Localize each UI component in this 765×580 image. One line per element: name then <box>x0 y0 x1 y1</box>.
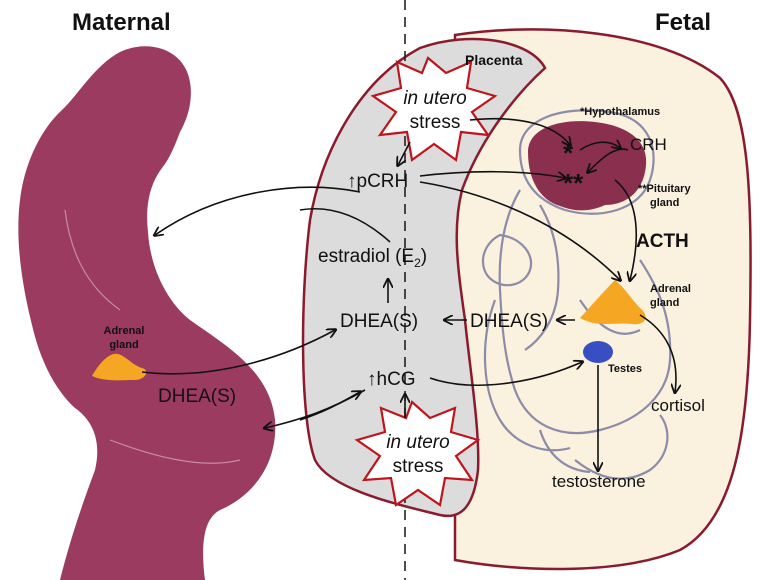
maternal-adrenal-label-line1: Adrenal <box>104 325 145 337</box>
pituitary-stars: ** <box>563 168 584 198</box>
arrow-hypo-to-crh <box>579 142 620 151</box>
arrow-adrenal-to-cortisol <box>639 314 676 392</box>
arrow-acth-to-adrenal <box>614 179 638 280</box>
pituitary-label-line2: gland <box>650 197 679 209</box>
maternal-adrenal-label-line2: gland <box>109 339 138 351</box>
arrow-stress-to-pcrh <box>398 141 411 165</box>
estradiol-subscript: 2 <box>414 256 421 270</box>
maternal-dheas-label: DHEA(S) <box>158 386 236 407</box>
estradiol-text: estradiol (E <box>318 246 414 267</box>
placenta-dheas-label: DHEA(S) <box>340 311 418 332</box>
pcrh-label: ↑pCRH <box>347 171 408 192</box>
arrow-maternal-adrenal-to-placenta-dheas <box>141 330 335 375</box>
testes-shape <box>583 341 613 363</box>
pcrh-up-arrow: ↑ <box>347 171 357 192</box>
fetal-dheas-label: DHEA(S) <box>470 311 548 332</box>
stress-top-line1: in utero <box>403 88 466 109</box>
testes-label: Testes <box>608 363 642 375</box>
arrow-estradiol-to-maternal <box>299 207 391 243</box>
hypothalamus-label: *Hypothalamus <box>580 106 660 118</box>
hcg-label: ↑hCG <box>367 369 416 390</box>
arrow-maternal-to-hcg <box>299 392 360 421</box>
stress-top-line2: stress <box>410 112 461 133</box>
arrow-stress-to-hypothalamus <box>469 117 570 145</box>
fetal-adrenal-label-line1: Adrenal <box>650 283 691 295</box>
hcg-up-arrow: ↑ <box>367 369 377 390</box>
body-contour-line <box>64 209 121 311</box>
heading-fetal: Fetal <box>655 9 711 36</box>
placenta-label: Placenta <box>465 52 523 68</box>
body-contour-line <box>109 439 241 464</box>
maternal-silhouette <box>18 46 276 580</box>
stress-bottom-line1: in utero <box>386 432 449 453</box>
arrow-pcrh-to-maternal <box>155 186 361 235</box>
arrow-hcg-to-testes <box>429 362 582 386</box>
fetal-adrenal-gland <box>580 280 646 325</box>
testosterone-label: testosterone <box>552 472 646 491</box>
arrow-crh-to-pituitary <box>588 148 629 172</box>
fetus-outline <box>481 109 672 480</box>
estradiol-close: ) <box>421 246 427 267</box>
stress-starburst-bottom <box>354 400 481 507</box>
pituitary-label-line1: **Pituitary <box>638 183 691 195</box>
pcrh-text: pCRH <box>357 171 409 192</box>
hcg-text: hCG <box>377 369 416 390</box>
heading-maternal: Maternal <box>72 9 171 36</box>
arrow-pcrh-to-pituitary <box>419 170 565 178</box>
cortisol-label: cortisol <box>651 396 705 415</box>
stress-starburst-top <box>370 56 498 162</box>
crh-label: CRH <box>630 135 667 154</box>
acth-label: ACTH <box>636 231 689 252</box>
arrow-pcrh-to-fetal-adrenal <box>419 181 620 280</box>
stress-bottom-line2: stress <box>393 456 444 477</box>
maternal-adrenal-gland <box>92 353 147 381</box>
fetal-adrenal-label-line2: gland <box>650 297 679 309</box>
estradiol-label: estradiol (E2) <box>318 246 427 270</box>
hypothalamus-star: * <box>563 138 574 168</box>
